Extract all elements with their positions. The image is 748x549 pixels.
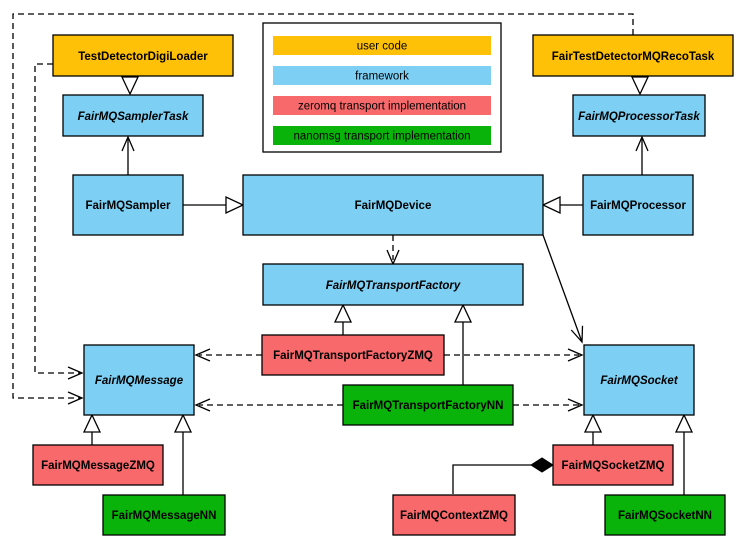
legend-item-nanomsg: nanomsg transport implementation (273, 126, 491, 145)
node-fairmqtransportfactoryzmq: FairMQTransportFactoryZMQ (261, 334, 445, 376)
node-fairmqtransportfactoryzmq-label: FairMQTransportFactoryZMQ (273, 350, 433, 362)
inheritance-triangle-device-right (541, 195, 561, 215)
node-fairmqsocket-box (583, 344, 695, 416)
node-fairmqcontextzmq-box (392, 494, 516, 536)
node-fairmqprocessortask: FairMQProcessorTask (572, 94, 706, 137)
node-fairmqmessagezmq-box (32, 444, 164, 486)
dependency-arrowhead-message-from-zmq (194, 348, 211, 362)
legend-item-framework: framework (273, 66, 491, 85)
inheritance-triangle-processortask (630, 76, 650, 96)
association-arrowhead-socket (570, 325, 584, 344)
legend: user code framework zeromq transport imp… (262, 22, 502, 153)
edge-digiloader-message-dependency (34, 63, 80, 374)
node-fairmqmessagenn: FairMQMessageNN (102, 494, 226, 536)
inheritance-triangle-transportfactory-zmq (333, 303, 353, 323)
dependency-arrowhead-digiloader-message (67, 366, 84, 380)
node-fairmqsampler: FairMQSampler (72, 174, 184, 236)
node-fairmqsocketzmq-label: FairMQSocketZMQ (562, 460, 665, 472)
node-testdetectordigiloader: TestDetectorDigiLoader (52, 34, 234, 77)
node-fairmqdevice: FairMQDevice (242, 174, 544, 236)
node-fairmqprocessor-box (582, 174, 694, 236)
node-fairmqtransportfactory: FairMQTransportFactory (262, 263, 524, 306)
legend-swatch-user-code (273, 36, 491, 55)
node-fairmqmessagezmq: FairMQMessageZMQ (32, 444, 164, 486)
legend-item-user-code: user code (273, 36, 491, 55)
node-fairmqtransportfactory-label: FairMQTransportFactory (326, 280, 461, 292)
dependency-arrowhead-message-from-nn (194, 398, 211, 412)
node-fairmqmessagenn-box (102, 494, 226, 536)
node-fairmqtransportfactory-box (262, 263, 524, 306)
node-fairmqsamplertask-box (62, 94, 204, 137)
node-fairmqsocketzmq: FairMQSocketZMQ (552, 444, 674, 486)
association-arrowhead-processortask (635, 135, 649, 152)
edge-socketzmq-contextzmq-composition (452, 464, 531, 494)
node-testdetectordigiloader-label: TestDetectorDigiLoader (78, 51, 208, 63)
association-arrowhead-samplertask (121, 135, 135, 152)
node-fairmqdevice-box (242, 174, 544, 236)
node-fairmqtransportfactoryzmq-box (261, 334, 445, 376)
node-fairtestdetectormqrecotask: FairTestDetectorMQRecoTask (532, 34, 734, 77)
legend-swatch-zeromq (273, 96, 491, 115)
node-fairmqtransportfactorynn-label: FairMQTransportFactoryNN (353, 400, 504, 412)
node-fairmqtransportfactorynn-box (342, 384, 514, 426)
inheritance-triangle-socket-nn (674, 413, 694, 433)
node-fairmqmessagenn-label: FairMQMessageNN (112, 510, 217, 522)
node-fairmqsocketnn: FairMQSocketNN (604, 494, 726, 536)
legend-label-nanomsg: nanomsg transport implementation (293, 131, 470, 143)
node-fairmqmessage-box (83, 344, 195, 416)
dependency-arrowhead-recotask-message (67, 391, 84, 405)
node-fairmqsampler-label: FairMQSampler (86, 200, 172, 212)
node-fairmqsocketnn-label: FairMQSocketNN (618, 510, 712, 522)
legend-label-user-code: user code (357, 41, 408, 53)
node-fairmqtransportfactorynn: FairMQTransportFactoryNN (342, 384, 514, 426)
dependency-arrowhead-socket-from-nn (567, 398, 584, 412)
node-fairmqsampler-box (72, 174, 184, 236)
node-fairmqsocketnn-box (604, 494, 726, 536)
node-fairtestdetectormqrecotask-box (532, 34, 734, 77)
inheritance-triangle-socket-zmq (583, 413, 603, 433)
legend-label-zeromq: zeromq transport implementation (298, 101, 466, 113)
dependency-arrowhead-socket-from-zmq (567, 348, 584, 362)
node-fairmqsamplertask: FairMQSamplerTask (62, 94, 204, 137)
node-fairmqsocket-label: FairMQSocket (600, 375, 678, 387)
node-fairmqcontextzmq: FairMQContextZMQ (392, 494, 516, 536)
inheritance-triangle-device-left (225, 195, 245, 215)
inheritance-triangle-samplertask (120, 76, 140, 96)
edge-device-socket-association (542, 234, 583, 343)
inheritance-triangle-message-nn (173, 413, 193, 433)
inheritance-triangle-transportfactory-nn (453, 303, 473, 323)
node-fairmqsocket: FairMQSocket (583, 344, 695, 416)
node-testdetectordigiloader-box (52, 34, 234, 77)
node-fairmqdevice-label: FairMQDevice (355, 200, 432, 212)
legend-swatch-framework (273, 66, 491, 85)
inheritance-triangle-message-zmq (82, 413, 102, 433)
node-fairmqmessagezmq-label: FairMQMessageZMQ (41, 460, 155, 472)
node-fairmqprocessor-label: FairMQProcessor (590, 200, 686, 212)
edge-recotask-message-dependency (12, 13, 634, 399)
node-fairmqsocketzmq-box (552, 444, 674, 486)
node-fairtestdetectormqrecotask-label: FairTestDetectorMQRecoTask (552, 51, 715, 63)
node-fairmqprocessortask-label: FairMQProcessorTask (578, 111, 700, 123)
node-fairmqcontextzmq-label: FairMQContextZMQ (400, 510, 508, 522)
node-fairmqprocessortask-box (572, 94, 706, 137)
legend-item-zeromq: zeromq transport implementation (273, 96, 491, 115)
node-fairmqmessage: FairMQMessage (83, 344, 195, 416)
node-fairmqsamplertask-label: FairMQSamplerTask (78, 111, 189, 123)
node-fairmqmessage-label: FairMQMessage (95, 375, 184, 387)
legend-swatch-nanomsg (273, 126, 491, 145)
node-fairmqprocessor: FairMQProcessor (582, 174, 694, 236)
composition-diamond-socketzmq (530, 457, 554, 473)
legend-label-framework: framework (355, 71, 409, 83)
